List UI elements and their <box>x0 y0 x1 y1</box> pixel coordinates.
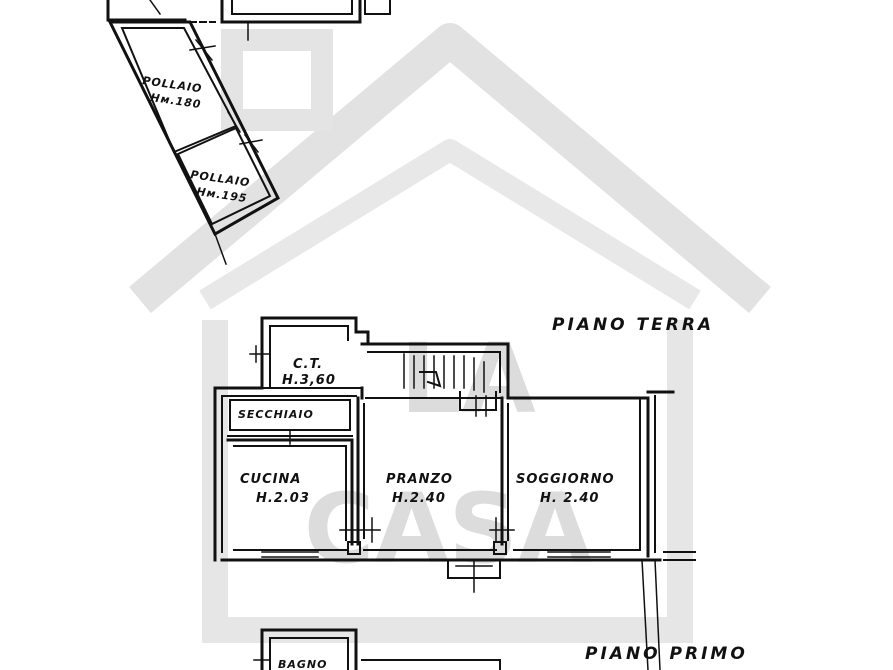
watermark-chimney <box>221 29 333 131</box>
room-bagno-label: BAGNO <box>278 658 327 670</box>
room-pranzo-height: H.2.40 <box>392 491 446 506</box>
floor-title-first: PIANO PRIMO <box>585 644 748 664</box>
top-fragment <box>106 0 391 41</box>
floor-title-ground: PIANO TERRA <box>552 315 714 335</box>
room-ct-height: H.3,60 <box>282 373 336 388</box>
room-pranzo-label: PRANZO <box>386 472 453 487</box>
watermark-house-outline <box>129 23 771 314</box>
pollaio-block: POLLAIO Hм.180 POLLAIO Hм.195 <box>107 20 280 265</box>
room-soggiorno-height: H. 2.40 <box>540 491 599 506</box>
room-cucina-height: H.2.03 <box>256 491 310 506</box>
room-cucina-label: CUCINA <box>240 472 301 487</box>
watermark-text-la: LA <box>400 323 535 435</box>
watermark-house-inner <box>199 139 701 310</box>
room-ct-label: C.T. <box>293 357 323 372</box>
ground-floor-plan: C.T. H.3,60 SECCHIAIO CUCINA H.2.03 PRAN… <box>213 316 696 670</box>
first-floor-plan: BAGNO <box>253 628 501 670</box>
room-secchiaio-label: SECCHIAIO <box>238 408 314 421</box>
room-soggiorno-label: SOGGIORNO <box>516 472 615 487</box>
watermark: LA CASA <box>129 23 771 643</box>
